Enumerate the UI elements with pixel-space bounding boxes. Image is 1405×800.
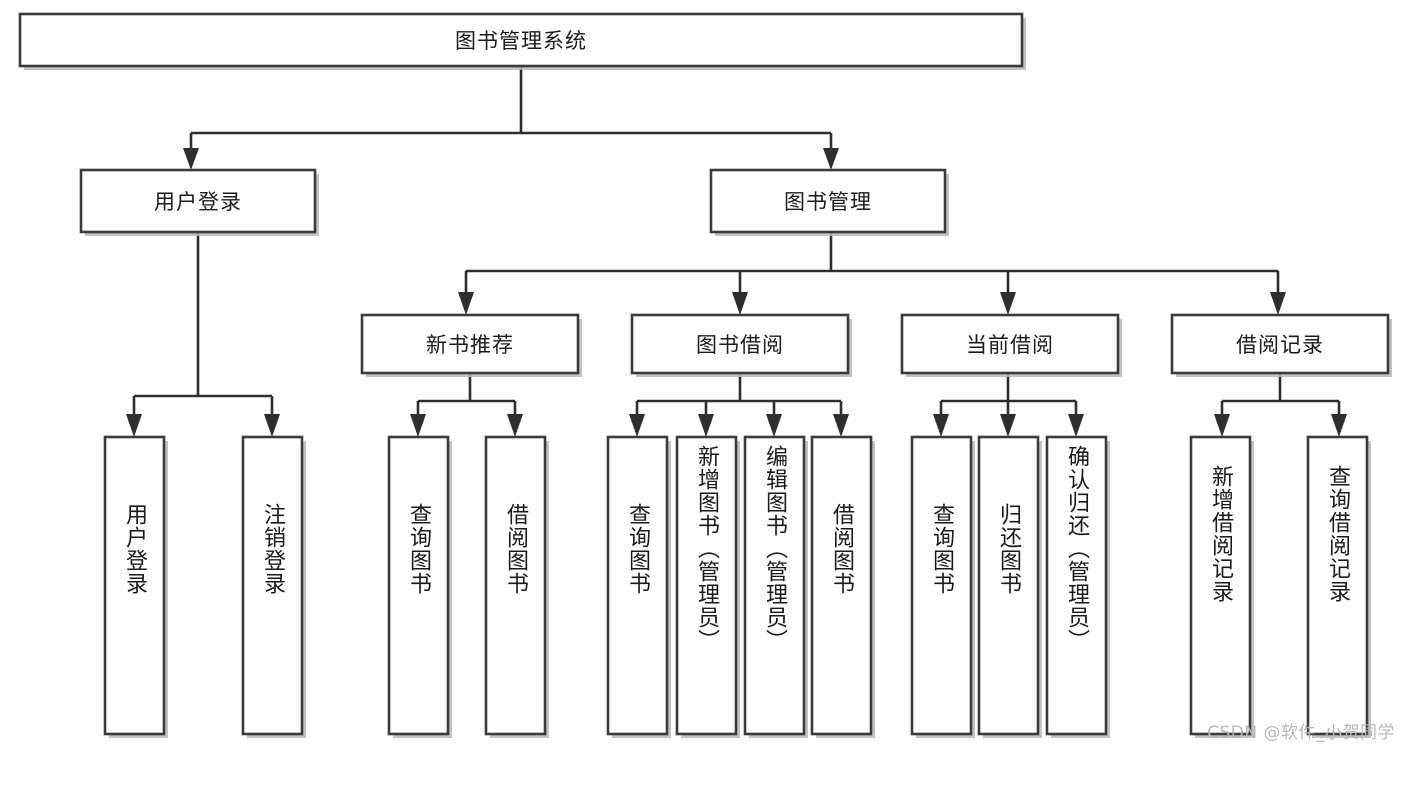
connector-group-user-login [126,232,280,437]
node-new-book-recommend-box[interactable] [360,313,580,375]
node-leaf-add-record[interactable] [1189,435,1254,738]
node-leaf-query-book-1[interactable] [387,435,452,738]
node-leaf-query-book-2[interactable] [606,435,671,738]
connector-group-new-book-recommend [410,373,523,437]
arrow-head-leaf-add-book [698,414,714,437]
node-leaf-borrow-book-1-box[interactable] [484,435,547,736]
arrow-head-user-login [183,148,199,170]
node-leaf-user-login[interactable] [103,435,168,738]
node-leaf-query-record[interactable] [1306,435,1371,738]
diagram-svg [18,12,1392,738]
node-user-login[interactable] [79,168,319,236]
node-leaf-confirm-return[interactable] [1045,435,1110,738]
node-leaf-logout-login[interactable] [241,435,306,738]
node-book-borrow-box[interactable] [630,313,850,375]
arrow-head-leaf-query-book-3 [933,414,949,437]
diagram-canvas: 图书管理系统 用户登录 图书管理 新书推荐 图书借阅 当前借阅 借阅记录 用户登… [18,12,1395,743]
node-leaf-query-book-2-box[interactable] [606,435,669,736]
arrow-head-leaf-return-book [1000,414,1016,437]
node-leaf-query-book-3[interactable] [910,435,975,738]
node-leaf-add-record-box[interactable] [1189,435,1252,736]
node-leaf-borrow-book-2-box[interactable] [810,435,873,736]
connector-group-book-borrow [629,373,849,437]
node-user-login-box[interactable] [79,168,317,234]
node-book-management[interactable] [709,168,949,236]
node-leaf-logout-login-box[interactable] [241,435,304,736]
arrow-head-leaf-add-record [1214,414,1230,437]
node-current-borrow-box[interactable] [900,313,1120,375]
node-root-box[interactable] [18,12,1024,68]
arrow-head-book-borrow [732,292,748,315]
node-borrow-record-box[interactable] [1170,313,1390,375]
node-new-book-recommend[interactable] [360,313,582,377]
node-leaf-confirm-return-box[interactable] [1045,435,1108,736]
arrow-head-leaf-logout-login [264,414,280,437]
node-leaf-borrow-book-1[interactable] [484,435,549,738]
node-borrow-record[interactable] [1170,313,1392,377]
arrow-head-current-borrow [1000,292,1016,315]
arrow-head-leaf-borrow-book-2 [833,414,849,437]
node-current-borrow[interactable] [900,313,1122,377]
node-leaf-user-login-box[interactable] [103,435,166,736]
arrow-head-new-book-recommend [458,292,474,315]
arrow-head-leaf-borrow-book-1 [507,414,523,437]
node-book-borrow[interactable] [630,313,852,377]
node-leaf-edit-book[interactable] [743,435,808,738]
connector-group-current-borrow [933,373,1084,437]
node-leaf-query-record-box[interactable] [1306,435,1369,736]
csdn-watermark: CSDN @软件_小贺同学 [1207,723,1395,743]
node-root[interactable] [18,12,1026,70]
arrow-head-book-management [823,148,839,170]
node-leaf-query-book-3-box[interactable] [910,435,973,736]
arrow-head-leaf-query-record [1331,414,1347,437]
arrow-head-leaf-user-login [126,414,142,437]
node-leaf-return-book[interactable] [977,435,1042,738]
node-leaf-return-book-box[interactable] [977,435,1040,736]
connector-group-borrow-record [1214,373,1347,437]
arrow-head-leaf-query-book-2 [629,414,645,437]
node-leaf-add-book[interactable] [675,435,740,738]
node-book-management-box[interactable] [709,168,947,234]
arrow-head-leaf-confirm-return [1068,414,1084,437]
arrow-head-leaf-edit-book [766,414,782,437]
connector-group-book-management [458,232,1286,315]
node-leaf-query-book-1-box[interactable] [387,435,450,736]
arrow-head-leaf-query-book-1 [410,414,426,437]
node-leaf-borrow-book-2[interactable] [810,435,875,738]
arrow-head-borrow-record [1270,292,1286,315]
node-leaf-edit-book-box[interactable] [743,435,806,736]
node-leaf-add-book-box[interactable] [675,435,738,736]
connector-group-root [183,66,839,170]
